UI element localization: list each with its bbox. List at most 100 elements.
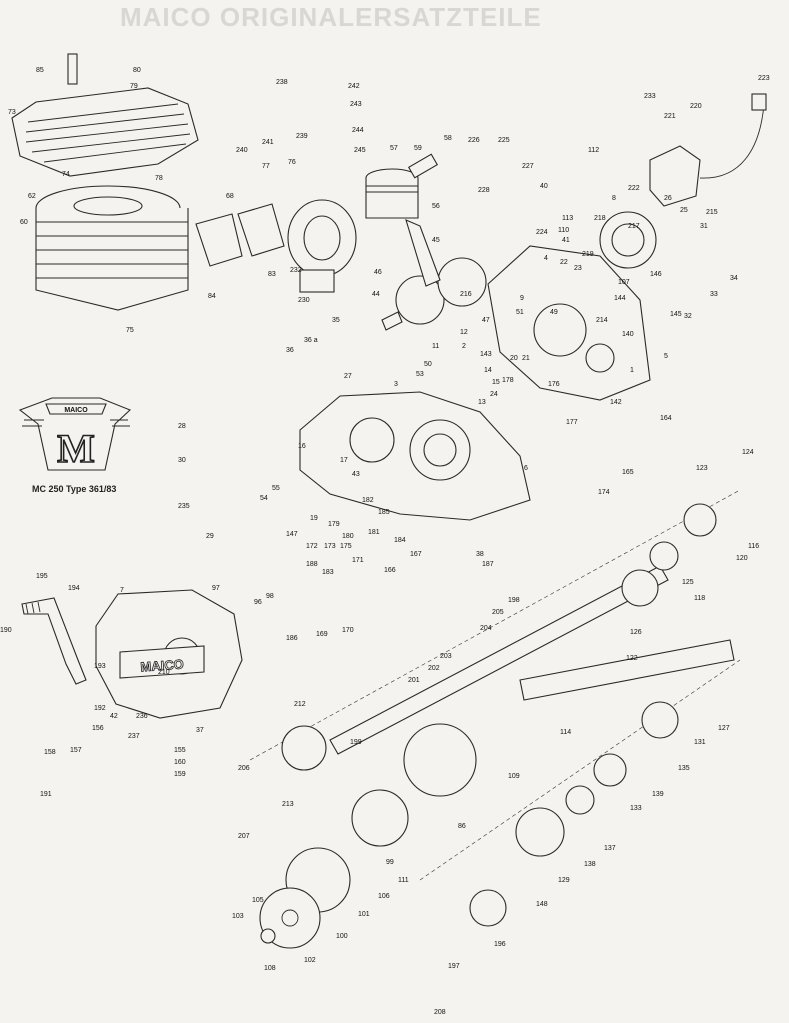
part-number-label: 114 (560, 729, 571, 736)
part-number-label: 62 (28, 193, 36, 200)
part-number-label: 179 (328, 521, 340, 528)
part-number-label: 19 (310, 515, 318, 522)
part-number-label: 110 (558, 227, 569, 234)
ignition-stator (599, 93, 767, 269)
part-number-label: 116 (748, 543, 759, 550)
part-number-label: 20 (510, 355, 518, 362)
part-number-label: 146 (650, 271, 662, 278)
part-number-label: 215 (706, 209, 718, 216)
part-number-label: 113 (562, 215, 573, 222)
cylinder (35, 185, 189, 311)
model-name: MC 250 Type (32, 484, 87, 494)
part-number-label: 56 (432, 203, 440, 210)
part-number-label: 49 (550, 309, 558, 316)
part-number-label: 96 (254, 599, 262, 606)
part-number-label: 196 (494, 941, 506, 948)
gear-shafts (249, 489, 741, 927)
model-caption: MC 250 Type 361/83 (32, 484, 116, 494)
part-number-label: 8 (612, 195, 616, 202)
carburettor (287, 199, 357, 293)
part-number-label: 221 (664, 113, 676, 120)
part-number-label: 165 (622, 469, 634, 476)
part-number-label: 178 (502, 377, 514, 384)
part-number-label: 124 (742, 449, 754, 456)
part-number-label: 143 (480, 351, 492, 358)
part-number-label: 170 (342, 627, 354, 634)
part-number-label: 193 (94, 663, 106, 670)
part-number-label: 222 (628, 185, 640, 192)
part-number-label: 101 (358, 911, 370, 918)
part-number-label: 184 (394, 537, 406, 544)
part-number-label: 120 (736, 555, 748, 562)
part-number-label: 166 (384, 567, 396, 574)
part-number-label: 187 (482, 561, 494, 568)
crankcase-left (299, 391, 531, 521)
part-number-label: 131 (694, 739, 706, 746)
spark-plug (67, 53, 78, 85)
cover-brand-text: MAICO (140, 657, 184, 675)
part-number-label: 44 (372, 291, 380, 298)
part-number-label: 76 (288, 159, 296, 166)
part-number-label: 22 (560, 259, 568, 266)
model-code: 361/83 (88, 484, 117, 494)
part-number-label: 7 (120, 587, 124, 594)
part-number-label: 214 (596, 317, 608, 324)
part-number-label: 21 (522, 355, 530, 362)
part-number-label: 232 (290, 267, 302, 274)
part-number-label: 224 (536, 229, 548, 236)
part-number-label: 118 (694, 595, 705, 602)
part-number-label: 126 (630, 629, 642, 636)
part-number-label: 79 (130, 83, 138, 90)
part-number-label: 125 (682, 579, 694, 586)
part-number-label: 105 (252, 897, 264, 904)
part-number-label: 34 (730, 275, 738, 282)
part-number-label: 148 (536, 901, 548, 908)
part-number-label: 37 (196, 727, 204, 734)
part-number-label: 194 (68, 585, 80, 592)
part-number-label: 99 (386, 859, 394, 866)
part-number-label: 59 (414, 145, 422, 152)
part-number-label: 207 (238, 833, 250, 840)
part-number-label: 198 (508, 597, 520, 604)
part-number-label: 181 (368, 529, 380, 536)
part-number-label: 57 (390, 145, 398, 152)
part-number-label: 145 (670, 311, 682, 318)
part-number-label: 199 (350, 739, 362, 746)
part-number-label: 54 (260, 495, 268, 502)
part-number-label: 5 (664, 353, 668, 360)
part-number-label: 185 (378, 509, 390, 516)
part-number-label: 45 (432, 237, 440, 244)
part-number-label: 169 (316, 631, 328, 638)
part-number-label: 210 (158, 669, 170, 676)
kickstarter-lever (21, 597, 87, 685)
part-number-label: 188 (306, 561, 318, 568)
part-number-label: 172 (306, 543, 318, 550)
part-number-label: 68 (226, 193, 234, 200)
part-number-label: 35 (332, 317, 340, 324)
part-number-label: 1 (630, 367, 634, 374)
part-number-label: 174 (598, 489, 610, 496)
part-number-label: 15 (492, 379, 500, 386)
part-number-label: 122 (626, 655, 638, 662)
part-number-label: 238 (276, 79, 288, 86)
cylinder-head (11, 87, 199, 177)
part-number-label: 233 (644, 93, 656, 100)
maico-logo: MAICO M (18, 397, 132, 472)
part-number-label: 60 (20, 219, 28, 226)
part-number-label: 97 (212, 585, 220, 592)
part-number-label: 203 (440, 653, 452, 660)
part-number-label: 173 (324, 543, 336, 550)
part-number-label: 171 (352, 557, 364, 564)
part-number-label: 195 (36, 573, 48, 580)
reed-intake (195, 203, 285, 267)
part-number-label: 147 (286, 531, 298, 538)
part-number-label: 160 (174, 759, 186, 766)
part-number-label: 51 (516, 309, 524, 316)
part-number-label: 53 (416, 371, 424, 378)
part-number-label: 226 (468, 137, 480, 144)
part-number-label: 186 (286, 635, 298, 642)
part-number-label: 239 (296, 133, 308, 140)
part-number-label: 80 (133, 67, 141, 74)
part-number-label: 219 (582, 251, 594, 258)
